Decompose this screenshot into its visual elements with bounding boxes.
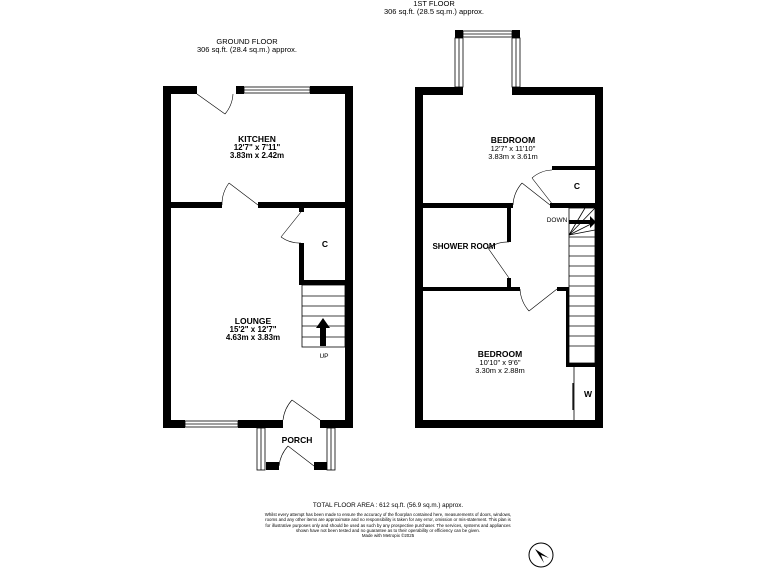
wall [345, 86, 353, 428]
room-name: BEDROOM [490, 135, 536, 145]
stairs-label: UP [319, 353, 329, 360]
room-porch: PORCH [281, 435, 313, 445]
wall [415, 420, 603, 428]
cupboard-label: C [321, 239, 329, 249]
first-floor-details [454, 30, 596, 420]
ground-floor-details [184, 86, 346, 471]
room-dimensions-imperial: 12'7" x 7'11" [233, 142, 281, 152]
room-dimensions-imperial: 10'10" x 9'6" [479, 357, 521, 367]
wall [163, 86, 171, 428]
first-floor-walls [415, 30, 603, 428]
stairs-down-arrow-icon [569, 216, 596, 228]
door-swing[interactable] [196, 93, 234, 115]
wall [566, 287, 569, 367]
floor-title: 1ST FLOOR [413, 0, 455, 8]
wall [595, 87, 603, 428]
wall [507, 278, 511, 287]
wall [423, 287, 520, 291]
door-swing[interactable] [221, 182, 259, 206]
room-dimensions-imperial: 12'7" x 11'10" [490, 143, 536, 153]
wall [258, 202, 353, 208]
wall [310, 86, 353, 94]
wall [320, 420, 353, 428]
wall [163, 86, 197, 94]
door-swing[interactable] [519, 288, 558, 312]
wall [423, 203, 513, 208]
wall [455, 30, 463, 38]
wall [163, 420, 185, 428]
wall [552, 166, 595, 170]
disclaimer-text: Whilst every attempt has been made to en… [264, 512, 512, 533]
wall [415, 87, 463, 95]
room-dimensions-metric: 3.83m x 3.61m [488, 151, 538, 161]
disclaimer: Whilst every attempt has been made to en… [263, 512, 513, 538]
wardrobe-label: W [583, 389, 593, 399]
room-bedroom-1: BEDROOM 12'7" x 11'10" 3.83m x 3.61m [488, 136, 538, 161]
floor-title: GROUND FLOOR [216, 37, 278, 46]
wall [557, 287, 569, 291]
wall [238, 420, 283, 428]
ground-floor-heading: GROUND FLOOR 306 sq.ft. (28.4 sq.m.) app… [197, 38, 297, 54]
wall [299, 280, 349, 285]
room-dimensions-metric: 3.30m x 2.88m [475, 365, 525, 375]
wall [566, 363, 595, 367]
total-floor-area: TOTAL FLOOR AREA : 612 sq.ft. (56.9 sq.m… [312, 502, 464, 509]
door-swing[interactable] [282, 399, 321, 421]
door-swing[interactable] [531, 169, 554, 206]
wall [299, 208, 304, 212]
first-floor-heading: 1ST FLOOR 306 sq.ft. (28.5 sq.m.) approx… [384, 0, 484, 16]
wall [512, 30, 520, 38]
wall [415, 87, 423, 428]
room-dimensions-metric: 3.83m x 2.42m [229, 151, 285, 161]
room-bedroom-2: BEDROOM 10'10" x 9'6" 3.30m x 2.88m [475, 350, 525, 375]
door-swing[interactable] [280, 211, 302, 244]
floor-area: 306 sq.ft. (28.4 sq.m.) approx. [196, 44, 298, 54]
wall [163, 202, 222, 208]
wall [299, 243, 304, 285]
room-name: LOUNGE [234, 316, 272, 326]
room-dimensions-metric: 4.63m x 3.83m [225, 333, 281, 343]
door-swing[interactable] [487, 241, 510, 279]
room-name: BEDROOM [477, 349, 523, 359]
stairs-label: DOWN [546, 217, 568, 224]
room-kitchen: KITCHEN 12'7" x 7'11" 3.83m x 2.42m [230, 135, 284, 161]
cupboard-label: C [573, 181, 581, 191]
room-dimensions-imperial: 15'2" x 12'7" [229, 324, 277, 334]
wall [236, 86, 244, 94]
stairs[interactable] [568, 207, 596, 364]
room-lounge: LOUNGE 15'2" x 12'7" 4.63m x 3.83m [226, 317, 280, 343]
compass-icon [528, 542, 554, 568]
door-swing[interactable] [278, 445, 315, 467]
wall [512, 87, 603, 95]
ground-floor-walls [163, 86, 353, 470]
wall [507, 208, 511, 242]
credit-text: Made with Metropix ©2025 [361, 533, 415, 539]
wall [314, 462, 327, 470]
wall [550, 203, 595, 208]
room-name: KITCHEN [238, 134, 276, 144]
wall [266, 462, 279, 470]
stairs-up-arrow-icon [316, 318, 330, 346]
room-shower-room: SHOWER ROOM [432, 242, 496, 251]
door-swing[interactable] [512, 182, 551, 206]
floor-area: 306 sq.ft. (28.5 sq.m.) approx. [383, 6, 485, 16]
